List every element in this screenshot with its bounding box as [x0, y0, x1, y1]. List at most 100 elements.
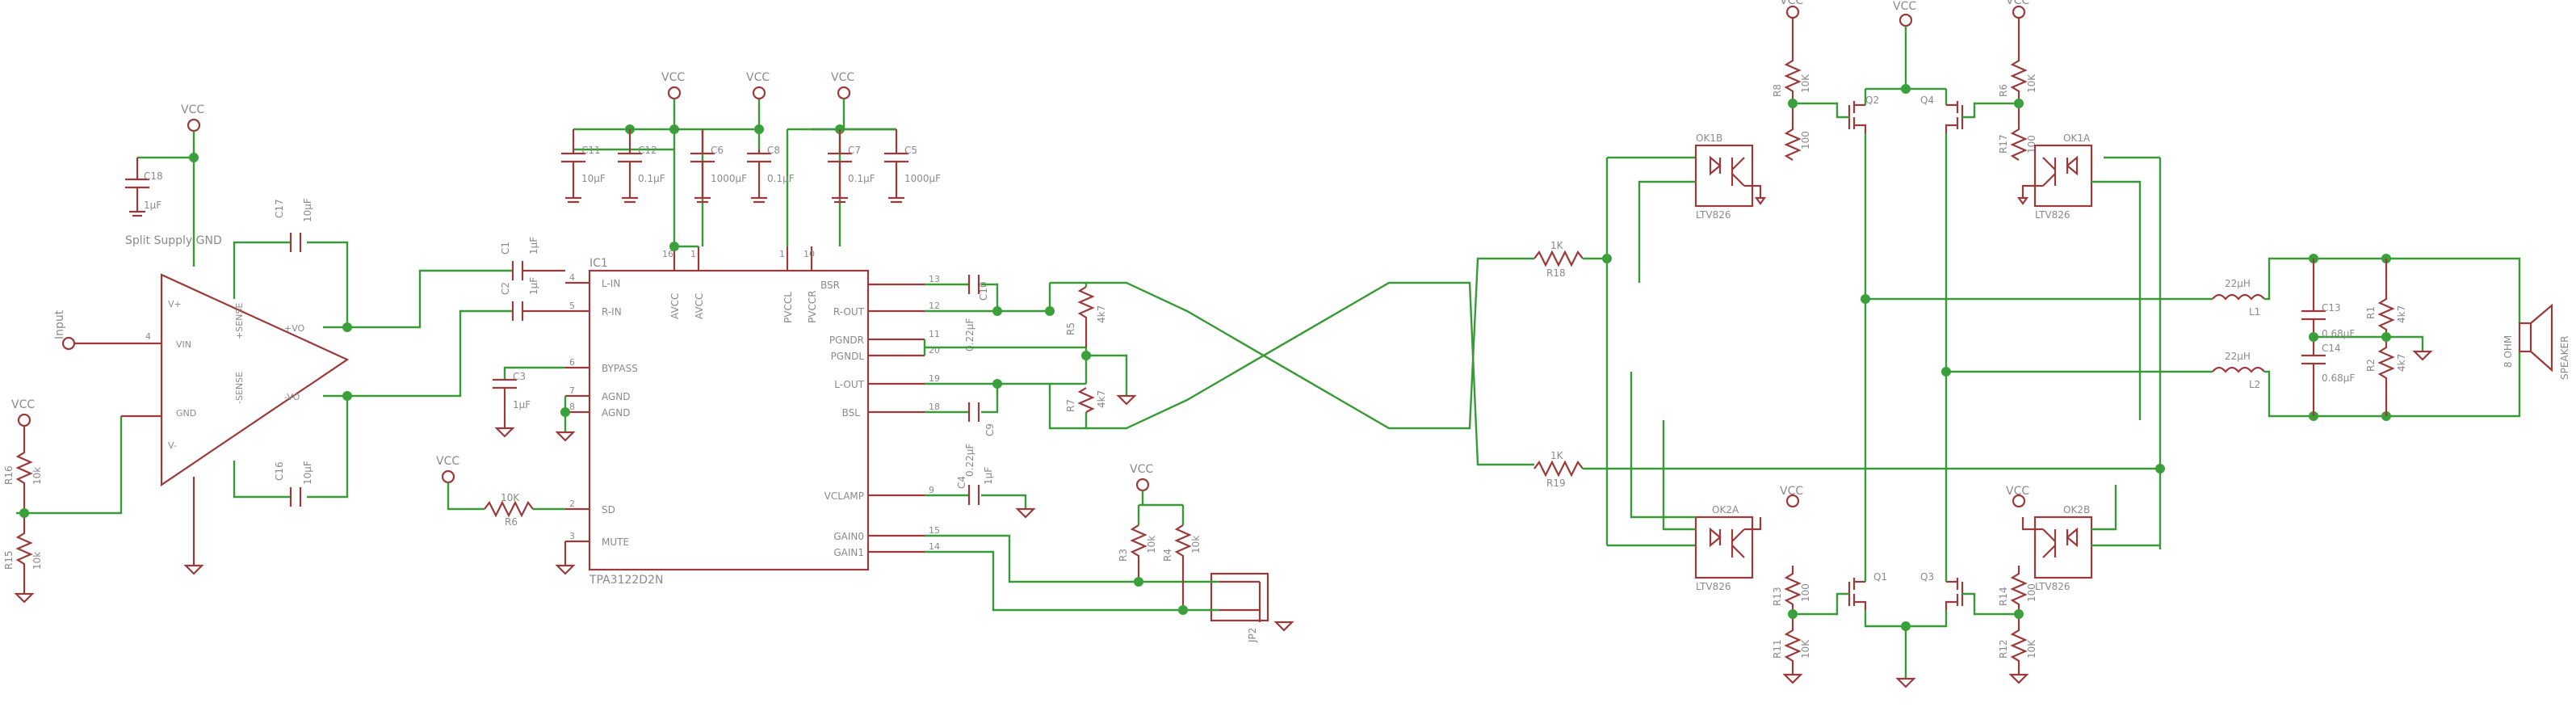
vcc-label: VCC — [1780, 0, 1803, 7]
pin-number: 18 — [929, 402, 940, 412]
ground-symbol — [1116, 394, 1137, 406]
transistor-q4 — [1945, 101, 1964, 133]
optocoupler-ok1a-internals — [2016, 155, 2079, 205]
r15-value: 10k — [31, 552, 43, 570]
wire — [925, 534, 1187, 612]
c13-ref: C13 — [2322, 302, 2341, 314]
wire — [503, 366, 565, 380]
r7-ref: R7 — [1065, 399, 1076, 412]
junction — [189, 153, 199, 162]
c5-ref: C5 — [904, 145, 917, 156]
vcc-label: VCC — [1893, 0, 1916, 13]
ic1-name: TPA3122D2N — [589, 574, 663, 587]
r6-value: 10K — [501, 492, 520, 503]
vcc-symbol — [17, 413, 31, 427]
opamp-pin-minussense: -SENSE — [234, 372, 245, 404]
ic1-pin-agnd2: AGND — [602, 407, 631, 419]
c1-value: 1µF — [528, 237, 539, 255]
input-label: Input — [53, 309, 66, 339]
r13-value: 100 — [1800, 583, 1811, 602]
ic1-pin-mute: MUTE — [602, 537, 629, 548]
vcc-label: VCC — [746, 71, 770, 84]
wire — [1086, 281, 1534, 466]
ic1-pin-lout: L-OUT — [834, 379, 864, 390]
wire — [2091, 180, 2142, 420]
optocoupler-ok2a-internals — [1709, 517, 1762, 558]
opamp-pin-number: 4 — [145, 331, 151, 342]
jp2-label: JP2 — [1247, 628, 1258, 643]
r1-value: 4k7 — [2396, 305, 2407, 323]
capacitor-c6 — [690, 129, 715, 204]
wire — [1583, 156, 1696, 547]
ic1-pin-lin: L-IN — [602, 278, 620, 289]
capacitor-c16 — [289, 487, 302, 507]
ic1-pin-bsr: BSR — [820, 280, 840, 291]
q2-label: Q2 — [1865, 95, 1879, 106]
c7-ref: C7 — [848, 145, 861, 156]
c3-value: 1µF — [513, 399, 531, 410]
r1-ref: R1 — [2365, 306, 2377, 319]
resistor-r6 — [484, 500, 534, 518]
pin-number: 5 — [569, 301, 575, 311]
opamp-triangle — [160, 273, 350, 487]
ok2a-ref: OK2A — [1712, 504, 1739, 516]
split-supply-label: Split Supply GND — [125, 234, 222, 247]
wire — [701, 128, 896, 246]
c3-ref: C3 — [513, 371, 526, 382]
c6-value: 1000µF — [711, 173, 747, 184]
output-resistors — [1077, 286, 1095, 413]
c4-ref: C4 — [956, 476, 967, 489]
ic1-left-pin-lines — [565, 281, 589, 543]
opamp-pin-minusvo: -VO — [284, 392, 300, 402]
r5-ref: R5 — [1065, 322, 1076, 335]
l2-ref: L2 — [2249, 379, 2260, 390]
jumper-jp2[interactable] — [1210, 572, 1269, 622]
ground-symbol — [555, 431, 576, 442]
pin-number: 3 — [569, 531, 575, 541]
series-resistors — [1533, 250, 1584, 478]
c8-ref: C8 — [767, 145, 780, 156]
ic1-section: IC1 TPA3122D2N C1 1µF C2 1µF L-IN R-IN B… — [436, 71, 1294, 643]
r8-ref: R8 — [1772, 84, 1783, 97]
pin-number: 19 — [929, 373, 940, 384]
junction — [669, 242, 679, 251]
speaker-cone — [2530, 303, 2553, 372]
r2-ref: R2 — [2365, 359, 2377, 372]
c2-value: 1µF — [528, 277, 539, 295]
ground-symbol — [2412, 350, 2433, 361]
capacitor-c5 — [884, 129, 908, 204]
wire — [1793, 102, 1849, 119]
r13-ref: R13 — [1772, 587, 1783, 606]
wire — [925, 283, 999, 414]
junction — [342, 391, 352, 401]
ok1b-part: LTV826 — [1696, 209, 1731, 221]
optocoupler-ok2b — [2033, 516, 2093, 579]
q4-label: Q4 — [1920, 95, 1934, 106]
ic1-pin-sd: SD — [602, 504, 615, 516]
wire — [1962, 102, 2019, 119]
pin-number: 9 — [929, 485, 934, 495]
junction — [1045, 306, 1055, 316]
wire — [1137, 490, 1185, 525]
junction — [1178, 605, 1188, 615]
optocoupler-ok1b — [1694, 144, 1754, 208]
r15-ref: R15 — [3, 550, 15, 570]
input-capacitors — [511, 261, 565, 321]
vcc-symbol — [187, 118, 201, 133]
ic1-right-pin-lines — [868, 283, 925, 553]
r4-ref: R4 — [1162, 549, 1173, 562]
c10-value: 0.22µF — [964, 318, 975, 351]
c16-ref: C16 — [274, 461, 285, 481]
gain-resistors — [1130, 524, 1192, 610]
vcc-symbol — [1135, 478, 1150, 492]
pin-number: 4 — [569, 272, 575, 283]
junction — [1602, 254, 1612, 263]
pin-number: 10 — [803, 249, 815, 259]
capacitor-c4 — [967, 485, 1036, 519]
ic1-pin-rin: R-IN — [602, 306, 622, 318]
r14-ref: R14 — [1998, 587, 2009, 606]
q3-label: Q3 — [1920, 571, 1934, 583]
ground-symbol — [555, 541, 576, 575]
capacitor-c8 — [747, 149, 771, 204]
ok1a-ref: OK1A — [2063, 133, 2091, 144]
